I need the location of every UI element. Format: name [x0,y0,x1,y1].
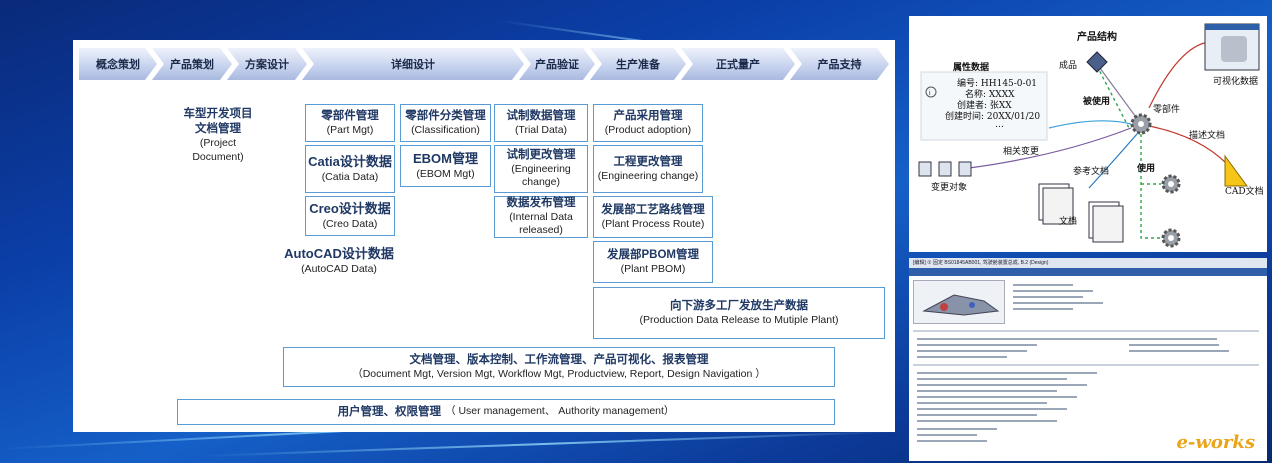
box-title: 数据发布管理 [506,196,576,209]
lifecycle-diagram: 概念策划 产品策划 方案设计 详细设计 产品验证 生产准备 正式量产 产品支持 … [73,40,895,432]
pdm-screenshot-panel: [编辑] ① 固定 BS01845AB001, 驾驶舱装置总成, B.2 (De… [909,258,1267,461]
label-used-by: 被使用 [1083,97,1111,107]
box-sub: (Part Mgt) [326,123,374,136]
label-describe-doc: 描述文档 [1189,131,1226,141]
box-pbom: 发展部PBOM管理 (Plant PBOM) [593,241,713,283]
box-sub: (Internal Data released) [509,210,573,237]
box-process-route: 发展部工艺路线管理 (Plant Process Route) [593,196,713,238]
label-related-change: 相关变更 [1003,147,1040,157]
phase-product-support: 产品支持 [790,48,889,80]
part-thumbnail [913,280,1005,324]
phase-concept: 概念策划 [79,48,157,80]
label-doc: 文档 [1059,217,1078,227]
box-sub: （ User management、 Authority management） [445,405,675,418]
box-title: Catia设计数据 [308,153,392,169]
label-finished: 成品 [1059,61,1078,71]
box-title: 车型开发项目 文档管理 [183,108,253,136]
box-creo: Creo设计数据 (Creo Data) [305,196,395,236]
phase-scheme-design: 方案设计 [227,48,307,80]
structure-title: 产品结构 [1077,32,1117,43]
box-title: 发展部PBOM管理 [607,248,699,261]
box-title: 向下游多工厂发放生产数据 [670,299,808,312]
box-project-doc: 车型开发项目 文档管理 (Project Document) [173,104,263,168]
box-title: 发展部工艺路线管理 [601,203,705,216]
box-sub: (Product adoption) [604,123,692,136]
phase-production-prep: 生产准备 [590,48,686,80]
box-title: 产品采用管理 [613,109,683,122]
phase-detail-design: 详细设计 [302,48,524,80]
product-structure-panel: i 产品结构 属性数据 编号: HH145-0-01 名称: XXXX 创建者:… [909,16,1267,252]
attr-title: 属性数据 [953,63,990,73]
attr-item: 创建时间: 20XX/01/20 [945,112,1041,122]
phase-product-planning: 产品策划 [152,48,232,80]
box-trial-data: 试制数据管理 (Trial Data) [494,104,588,142]
box-title: 用户管理、权限管理 [337,405,442,418]
box-data-release: 数据发布管理 (Internal Data released) [494,196,588,238]
box-sub: (Production Data Release to Mutiple Plan… [639,313,839,326]
label-uses: 使用 [1137,164,1156,174]
structure-links: i [918,23,1260,248]
phase-bar: 概念策划 产品策划 方案设计 详细设计 产品验证 生产准备 正式量产 产品支持 [79,48,889,80]
box-catia: Catia设计数据 (Catia Data) [305,145,395,193]
box-sub: (Trial Data) [514,123,568,136]
box-title: 试制更改管理 [506,148,576,161]
attr-item: … [995,120,1004,130]
box-part-mgt: 零部件管理 (Part Mgt) [305,104,395,142]
attr-item: 创建者: 张XX [957,101,1012,111]
box-sub: (Creo Data) [322,217,378,230]
box-title: AutoCAD设计数据 [284,245,394,261]
phase-verification: 产品验证 [519,48,595,80]
box-sub: (Catia Data) [321,170,379,183]
attr-item: 编号: HH145-0-01 [957,79,1038,89]
box-product-adoption: 产品采用管理 (Product adoption) [593,104,703,142]
ework-logo: e-works [1176,432,1255,453]
box-title: 工程更改管理 [613,155,683,168]
box-sub: (Plant PBOM) [620,262,686,275]
box-sub: (Project Document) [192,137,244,163]
label-change-obj: 变更对象 [931,183,968,193]
box-title: EBOM管理 [412,150,478,166]
box-ebom: EBOM管理 (EBOM Mgt) [400,145,491,187]
svg-text:i: i [929,90,931,97]
box-title: Creo设计数据 [309,200,391,216]
label-ref-doc: 参考文档 [1073,167,1110,177]
box-engineering-change: 工程更改管理 (Engineering change) [593,145,703,193]
phase-mass-production: 正式量产 [681,48,795,80]
box-title: 试制数据管理 [506,109,576,122]
box-title: 零部件管理 [321,109,379,122]
assembly-preview-icon [922,294,1000,316]
box-sub: (Plant Process Route) [601,217,705,230]
box-sub: (AutoCAD Data) [301,262,377,275]
label-cad-doc: CAD文档 [1225,187,1264,197]
box-title: 文档管理、版本控制、工作流管理、产品可视化、报表管理 [409,353,709,366]
window-tabs [909,268,1267,276]
label-visual: 可视化数据 [1213,77,1259,87]
window-title: [编辑] ① 固定 BS01845AB001, 驾驶舱装置总成, B.2 (De… [909,258,1267,268]
attr-item: 名称: XXXX [965,90,1015,100]
box-sub: (EBOM Mgt) [416,167,475,180]
box-sub: (Classification) [411,123,480,136]
box-user-mgt: 用户管理、权限管理 （ User management、 Authority m… [177,399,835,425]
box-sub: （Document Mgt, Version Mgt, Workflow Mgt… [352,367,766,380]
box-release-plant: 向下游多工厂发放生产数据 (Production Data Release to… [593,287,885,339]
box-classification: 零部件分类管理 (Classification) [400,104,491,142]
box-autocad: AutoCAD设计数据 (AutoCAD Data) [283,240,395,282]
box-sub: (Engineering change) [597,169,699,182]
label-part: 零部件 [1153,105,1181,115]
box-trial-change: 试制更改管理 (Engineering change) [494,145,588,193]
box-doc-mgt: 文档管理、版本控制、工作流管理、产品可视化、报表管理 （Document Mgt… [283,347,835,387]
box-title: 零部件分类管理 [405,109,486,122]
box-sub: (Engineering change) [511,162,571,189]
